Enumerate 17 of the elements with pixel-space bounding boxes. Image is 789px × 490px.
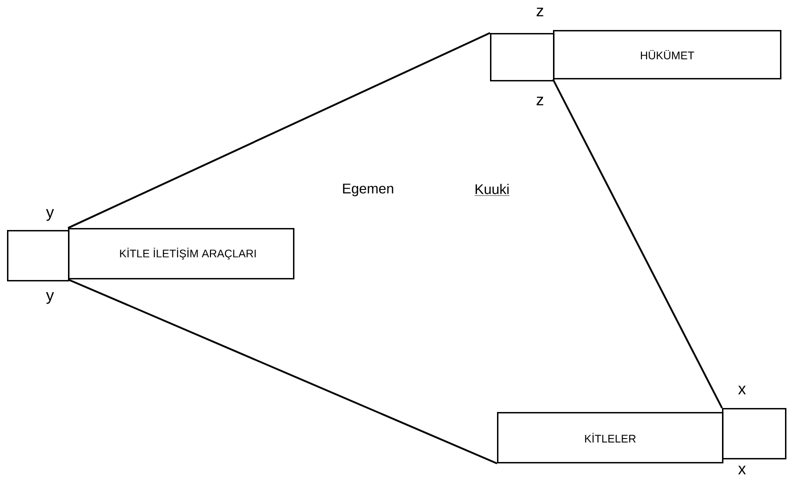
text-label: Egemen — [343, 184, 394, 196]
text-label: Kuuki — [474, 184, 510, 196]
text-label: y — [46, 292, 54, 304]
text-box: HÜKÜMET — [553, 30, 782, 80]
text-box: KİTLE İLETİŞİM ARAÇLARI — [68, 228, 294, 280]
connector-line — [68, 278, 498, 464]
empty-box — [490, 33, 554, 82]
text-label: x — [738, 386, 746, 394]
empty-box — [722, 408, 786, 460]
text-label: y — [46, 209, 54, 221]
text-label: x — [738, 466, 746, 474]
connector-line — [552, 78, 723, 408]
empty-box — [7, 230, 70, 282]
text-box: KİTLELER — [497, 412, 724, 464]
text-label: z — [536, 96, 544, 106]
connector-line — [68, 32, 490, 229]
text-label: z — [536, 8, 544, 16]
